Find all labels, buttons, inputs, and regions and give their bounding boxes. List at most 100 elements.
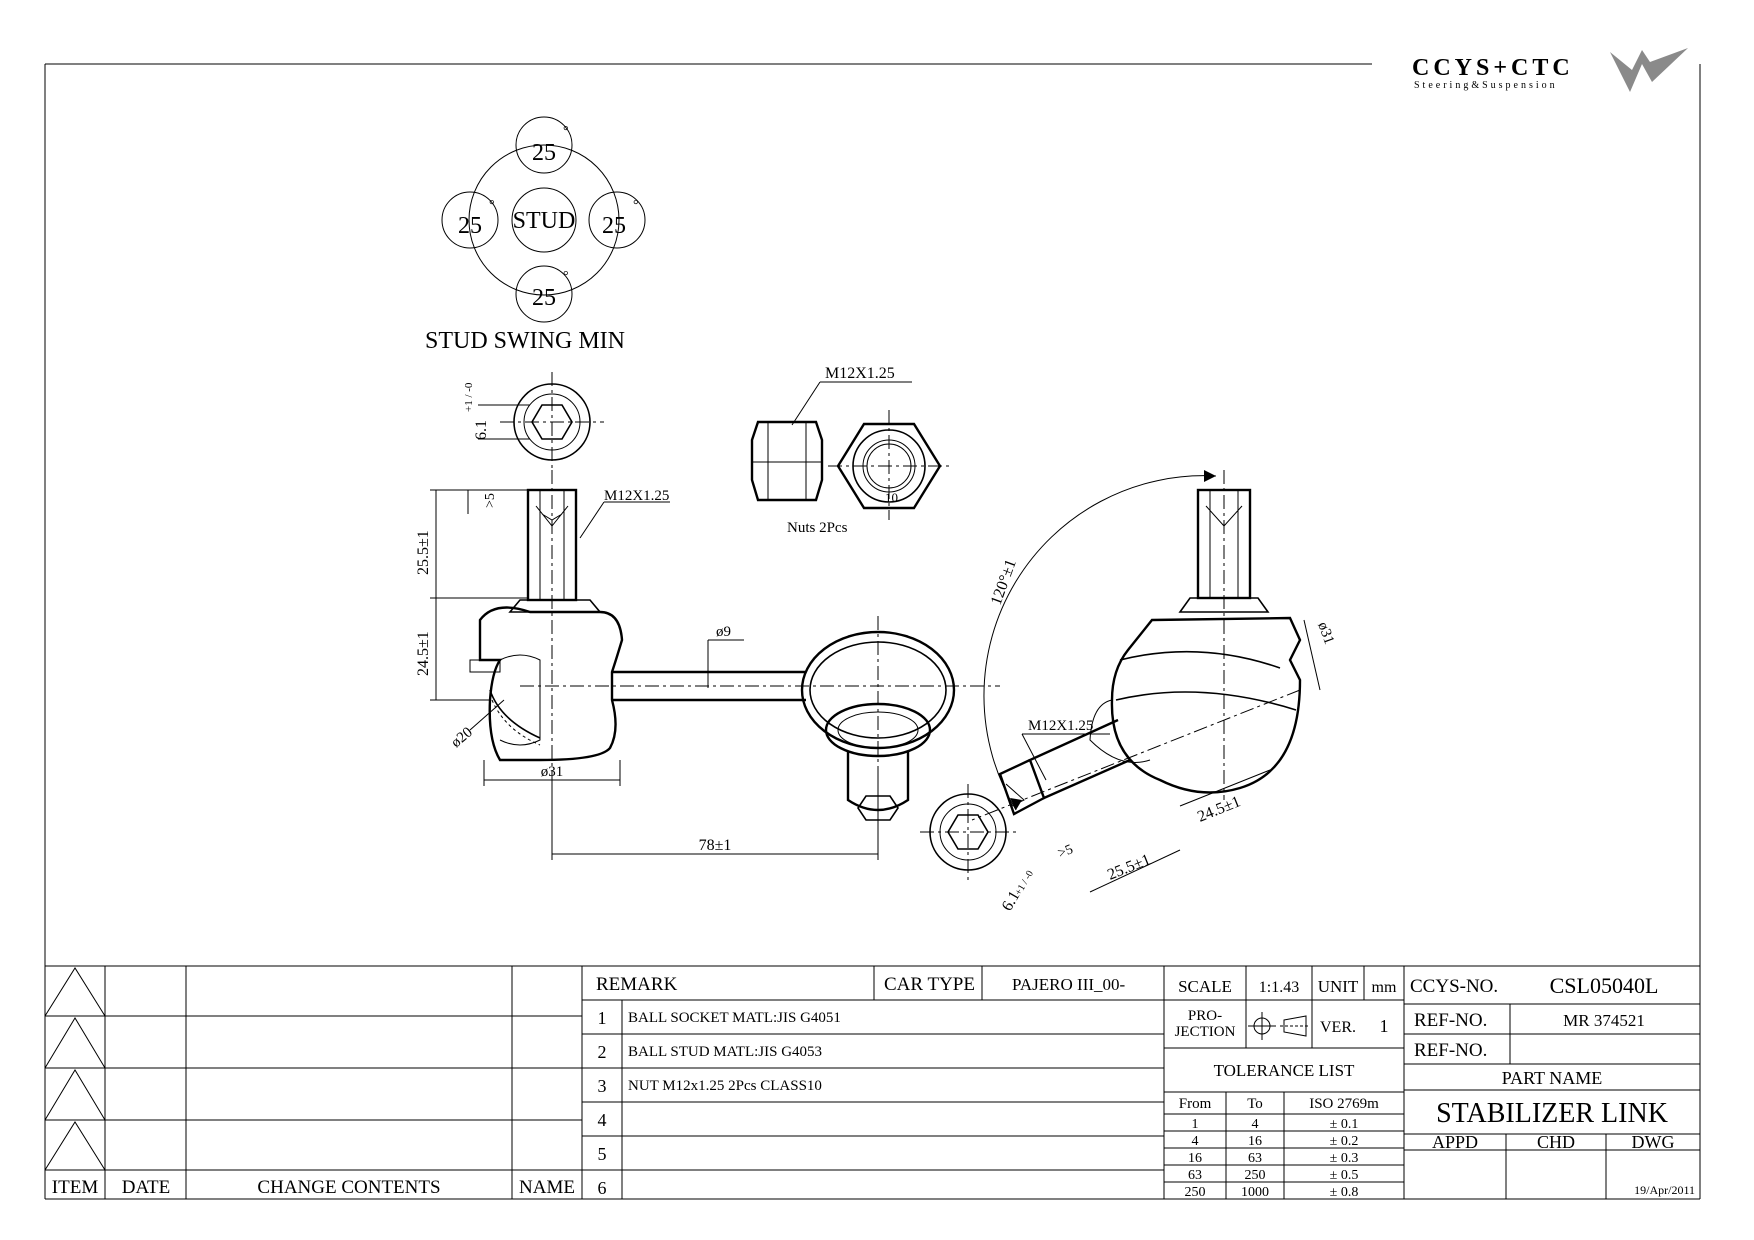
unit-label: UNIT [1318, 977, 1359, 996]
tol-to: 16 [1248, 1134, 1262, 1149]
tol-to: 63 [1248, 1151, 1262, 1166]
left-stud-top-view: 6.1 +1 / -0 [463, 372, 604, 470]
logo-name: CCYS+CTC [1412, 55, 1574, 81]
dim-rod-dia: ø9 [716, 624, 731, 640]
drawing-date: 19/Apr/2011 [1634, 1183, 1695, 1197]
header-item: ITEM [52, 1177, 99, 1198]
tol-from: 4 [1192, 1134, 1199, 1149]
part-name-label: PART NAME [1502, 1068, 1602, 1088]
remark-no: 6 [598, 1178, 607, 1198]
part-name-value: STABILIZER LINK [1436, 1098, 1668, 1129]
projection-label: PRO-JECTION [1175, 1008, 1236, 1040]
scale-value: 1:1.43 [1259, 979, 1299, 996]
swing-center-label: STUD [513, 208, 576, 234]
remark-text: BALL SOCKET MATL:JIS G4051 [628, 1010, 841, 1026]
drawing-frame [44, 63, 1701, 1200]
degree-mark: ° [563, 269, 569, 284]
dim-right-dia31: ø31 [1314, 620, 1337, 647]
stud-swing-diagram: 25 25 25 25 ° ° ° ° STUD STUD SWING MIN [425, 116, 646, 354]
nuts: M12X1.25 10 Nuts 2Pcs [750, 365, 952, 536]
center-ball-joint [800, 616, 956, 840]
car-type-value: PAJERO III_00- [1012, 975, 1126, 994]
tol-header-iso: ISO 2769m [1309, 1096, 1379, 1112]
title-block-grid [44, 965, 1700, 1199]
scale-label: SCALE [1178, 977, 1232, 996]
tol-value: ± 0.1 [1330, 1117, 1359, 1132]
tolerance-title: TOLERANCE LIST [1214, 1061, 1355, 1080]
dim-center-distance: 78±1 [699, 837, 732, 854]
logo-tagline: Steering&Suspension [1414, 80, 1558, 91]
tol-to: 1000 [1241, 1185, 1269, 1200]
header-change-contents: CHANGE CONTENTS [257, 1177, 440, 1198]
dim-body-length: 24.5±1 [415, 631, 432, 676]
company-logo: CCYS+CTC Steering&Suspension [1412, 48, 1688, 92]
projection-symbol-icon [1248, 1012, 1310, 1040]
ccys-no-label: CCYS-NO. [1410, 976, 1498, 997]
version-label: VER. [1320, 1019, 1356, 1036]
dim-hex-top: 6.1 [473, 420, 490, 440]
tol-from: 1 [1192, 1117, 1199, 1132]
left-dimensions: 25.5±1 24.5±1 >5 M12X1.25 ø20 ø31 ø9 78±… [415, 488, 879, 860]
ccys-no-value: CSL05040L [1550, 973, 1659, 998]
title-block: CCYS-NO. CSL05040L REF-NO. MR 374521 REF… [1410, 973, 1695, 1197]
remark-text: BALL STUD MATL:JIS G4053 [628, 1044, 822, 1060]
tol-header-from: From [1179, 1096, 1212, 1112]
dim-right-depth: >5 [1056, 842, 1075, 861]
remark-no: 1 [598, 1008, 607, 1028]
remark-text: NUT M12x1.25 2Pcs CLASS10 [628, 1078, 822, 1094]
tol-from: 63 [1188, 1168, 1202, 1183]
dim-right-hex-tol: +1 / -0 [1013, 869, 1036, 898]
logo-mark-icon [1610, 48, 1688, 92]
remark-no: 3 [598, 1076, 607, 1096]
swing-angle-top: 25 [532, 140, 556, 166]
tol-value: ± 0.8 [1330, 1185, 1359, 1200]
unit-value: mm [1372, 979, 1397, 996]
ref-no-value: MR 374521 [1563, 1011, 1645, 1030]
remark-no: 2 [598, 1042, 607, 1062]
left-ball-joint [469, 470, 1000, 770]
remarks-table: REMARK CAR TYPE PAJERO III_00- 1 BALL SO… [596, 974, 1126, 1198]
remark-header: REMARK [596, 974, 678, 995]
dwg-label: DWG [1632, 1132, 1675, 1152]
tol-header-to: To [1247, 1096, 1263, 1112]
revision-headers: ITEM DATE CHANGE CONTENTS NAME [52, 1177, 575, 1198]
remark-no: 5 [598, 1144, 607, 1164]
version-value: 1 [1380, 1016, 1389, 1036]
degree-mark: ° [633, 198, 639, 213]
degree-mark: ° [563, 124, 569, 139]
tol-from: 16 [1188, 1151, 1202, 1166]
chd-label: CHD [1537, 1132, 1575, 1152]
degree-mark: ° [489, 198, 495, 213]
swing-angle-bottom: 25 [532, 285, 556, 311]
dim-nut-hex: 10 [885, 490, 898, 505]
dim-nut-thread: M12X1.25 [825, 365, 895, 382]
dim-depth: >5 [483, 493, 498, 508]
dim-right-thread: M12X1.25 [1028, 718, 1093, 734]
swing-angle-left: 25 [458, 213, 482, 239]
tol-value: ± 0.5 [1330, 1168, 1359, 1183]
dim-right-body: 24.5±1 [1195, 793, 1243, 826]
tol-from: 250 [1185, 1185, 1206, 1200]
tol-to: 4 [1252, 1117, 1259, 1132]
swing-title: STUD SWING MIN [425, 328, 625, 354]
dim-thread-top: M12X1.25 [604, 488, 669, 504]
ref-no-label: REF-NO. [1414, 1010, 1487, 1031]
spec-table: SCALE 1:1.43 UNIT mm PRO-JECTION VER. 1 … [1175, 977, 1397, 1200]
nuts-note: Nuts 2Pcs [787, 520, 848, 536]
swing-angle-right: 25 [602, 213, 626, 239]
remark-no: 4 [598, 1110, 607, 1130]
appd-label: APPD [1432, 1132, 1478, 1152]
header-name: NAME [519, 1177, 575, 1198]
right-dimensions: 120°±1 M12X1.25 ø31 24.5±1 25.5±1 >5 6.1… [983, 470, 1337, 914]
tol-to: 250 [1245, 1168, 1266, 1183]
header-date: DATE [122, 1177, 171, 1198]
dim-right-stud: 25.5±1 [1105, 851, 1153, 884]
ref-no-2-label: REF-NO. [1414, 1040, 1487, 1061]
tol-value: ± 0.3 [1330, 1151, 1359, 1166]
dim-stud-length: 25.5±1 [415, 530, 432, 575]
car-type-label: CAR TYPE [884, 974, 975, 995]
tol-value: ± 0.2 [1330, 1134, 1359, 1149]
dim-hex-tol: +1 / -0 [463, 382, 475, 412]
right-ball-joint [971, 470, 1302, 821]
